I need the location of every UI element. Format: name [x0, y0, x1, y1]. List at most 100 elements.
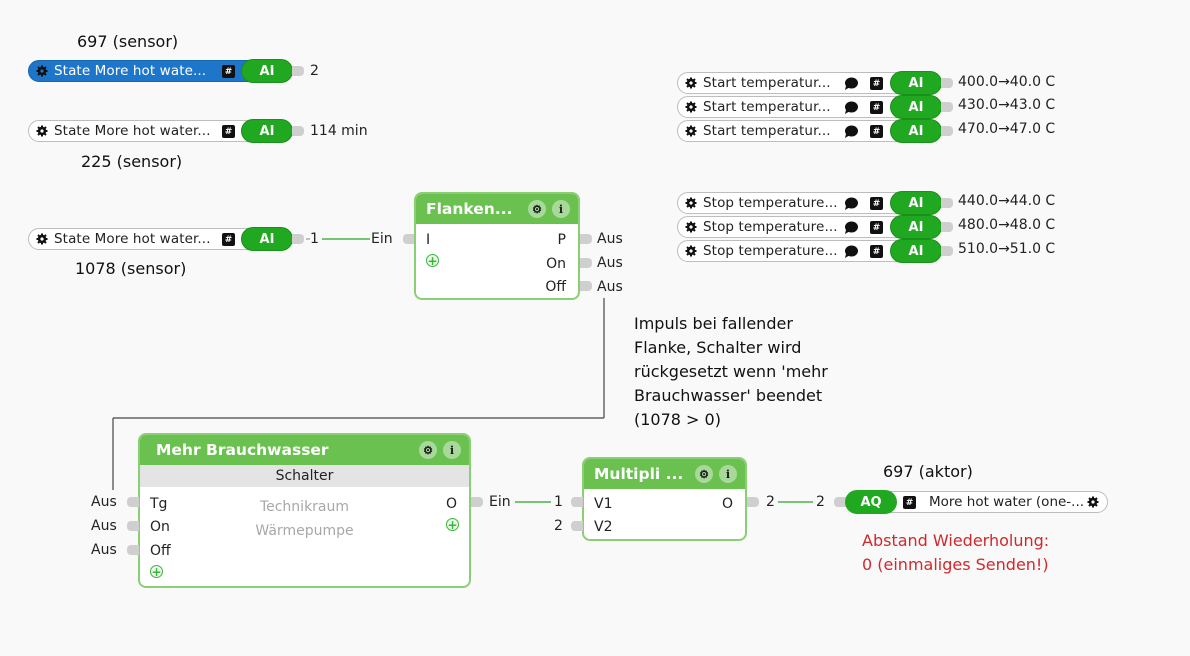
ai-badge: AI	[890, 119, 942, 143]
info-icon[interactable]: i	[719, 465, 737, 483]
output-port[interactable]	[471, 497, 483, 507]
temp-value: 430.0→43.0 C	[958, 97, 1056, 113]
schalter-in-label: Aus	[91, 518, 117, 534]
output-port[interactable]	[941, 198, 953, 208]
start-temp-connector[interactable]: Start temperatur... # AI	[677, 119, 942, 143]
input-port[interactable]	[127, 521, 139, 531]
input-port[interactable]	[571, 497, 583, 507]
schalter-in-label: Aus	[91, 494, 117, 510]
warning-line-1: Abstand Wiederholung:	[862, 531, 1050, 550]
schalter-port-on: On	[150, 519, 170, 535]
ai-badge: AI	[241, 119, 293, 143]
multiplier-in-label: 2	[554, 518, 563, 534]
comment-icon[interactable]	[844, 77, 858, 90]
add-input-icon[interactable]: +	[426, 254, 439, 268]
actuator-in-label: 2	[816, 494, 825, 510]
start-temp-connector[interactable]: Start temperatur... # AI	[677, 71, 942, 95]
sensor-225-label: 225 (sensor)	[81, 152, 183, 171]
hash-icon: #	[870, 197, 883, 210]
actuator-connector[interactable]: AQ # More hot water (one-...	[845, 490, 1108, 514]
output-port[interactable]	[941, 222, 953, 232]
flanken-out-label: Aus	[597, 231, 623, 247]
output-port[interactable]	[941, 102, 953, 112]
hash-icon: #	[870, 77, 883, 90]
comment-icon[interactable]	[844, 221, 858, 234]
input-value: 2	[310, 63, 319, 79]
output-port[interactable]	[292, 126, 304, 136]
input-port[interactable]	[834, 497, 846, 507]
gear-icon[interactable]	[685, 125, 697, 137]
info-icon[interactable]: i	[552, 200, 570, 218]
info-icon[interactable]: i	[443, 441, 461, 459]
multiplier-port-o: O	[721, 496, 733, 512]
hash-icon: #	[222, 125, 235, 138]
add-output-icon[interactable]: +	[446, 518, 459, 532]
output-port[interactable]	[941, 126, 953, 136]
schalter-port-tg: Tg	[150, 496, 168, 512]
input-port[interactable]	[127, 545, 139, 555]
temp-value: 480.0→48.0 C	[958, 217, 1056, 233]
schalter-in-label: Aus	[91, 542, 117, 558]
schalter-title: Mehr Brauchwasser	[156, 441, 329, 459]
output-port[interactable]	[580, 234, 592, 244]
multiplier-port-v2: V2	[594, 519, 613, 535]
settings-icon[interactable]: ⚙	[528, 200, 546, 218]
schalter-block[interactable]: Mehr Brauchwasser ⚙ i Schalter Technikra…	[138, 433, 471, 588]
input-value: 1	[310, 231, 319, 247]
gear-icon[interactable]	[36, 233, 48, 245]
gear-icon[interactable]	[685, 221, 697, 233]
comment-icon[interactable]	[844, 101, 858, 114]
input-port[interactable]	[127, 497, 139, 507]
hash-icon: #	[870, 245, 883, 258]
gear-icon[interactable]	[685, 101, 697, 113]
comment-icon[interactable]	[844, 245, 858, 258]
flanken-block[interactable]: Flanken... ⚙ i I + P On Off	[414, 192, 580, 300]
flank-note: Impuls bei fallender Flanke, Schalter wi…	[634, 314, 828, 429]
comment-icon[interactable]	[844, 197, 858, 210]
output-port[interactable]	[941, 78, 953, 88]
multiplier-header[interactable]: Multipli ... ⚙ i	[584, 459, 745, 489]
output-port[interactable]	[941, 246, 953, 256]
connector-label: State More hot wate...	[54, 63, 207, 79]
gear-icon[interactable]	[685, 197, 697, 209]
multiplier-out-label: 2	[766, 494, 775, 510]
flanken-input-port[interactable]	[403, 234, 415, 244]
input-connector-697[interactable]: State More hot wate... # AI	[28, 59, 293, 83]
temp-value: 400.0→40.0 C	[958, 74, 1056, 90]
settings-icon[interactable]: ⚙	[695, 465, 713, 483]
output-port[interactable]	[747, 497, 759, 507]
add-input-icon[interactable]: +	[150, 565, 163, 579]
comment-icon[interactable]	[844, 125, 858, 138]
stop-temp-connector[interactable]: Stop temperature... # AI	[677, 239, 942, 263]
input-connector-225[interactable]: State More hot water... # AI	[28, 119, 293, 143]
gear-icon[interactable]	[36, 65, 48, 77]
input-connector-1078[interactable]: State More hot water... # AI	[28, 227, 293, 251]
aq-badge: AQ	[845, 490, 897, 514]
stop-temp-connector[interactable]: Stop temperature... # AI	[677, 215, 942, 239]
connector-label: Start temperatur...	[703, 123, 831, 139]
output-port[interactable]	[292, 234, 304, 244]
multiplier-block[interactable]: Multipli ... ⚙ i V1 V2 O	[582, 457, 747, 541]
gear-icon[interactable]	[1087, 496, 1099, 508]
actuator-label: More hot water (one-...	[929, 494, 1085, 510]
ai-badge: AI	[890, 191, 942, 215]
output-port[interactable]	[580, 258, 592, 268]
stop-temp-connector[interactable]: Stop temperature... # AI	[677, 191, 942, 215]
temp-value: 440.0→44.0 C	[958, 193, 1056, 209]
input-port[interactable]	[571, 521, 583, 531]
gear-icon[interactable]	[685, 77, 697, 89]
output-port[interactable]	[292, 66, 304, 76]
flanken-out-label: Aus	[597, 255, 623, 271]
settings-icon[interactable]: ⚙	[419, 441, 437, 459]
start-temp-connector[interactable]: Start temperatur... # AI	[677, 95, 942, 119]
input-value: 114 min	[310, 123, 368, 139]
connector-label: State More hot water...	[54, 231, 211, 247]
output-port[interactable]	[580, 281, 592, 291]
gear-icon[interactable]	[685, 245, 697, 257]
gear-icon[interactable]	[36, 125, 48, 137]
flanken-header[interactable]: Flanken... ⚙ i	[416, 194, 578, 224]
schalter-out-label: Ein	[489, 494, 511, 510]
hash-icon: #	[870, 125, 883, 138]
schalter-header[interactable]: Mehr Brauchwasser ⚙ i	[140, 435, 469, 465]
schalter-subtitle: Schalter	[140, 465, 469, 487]
